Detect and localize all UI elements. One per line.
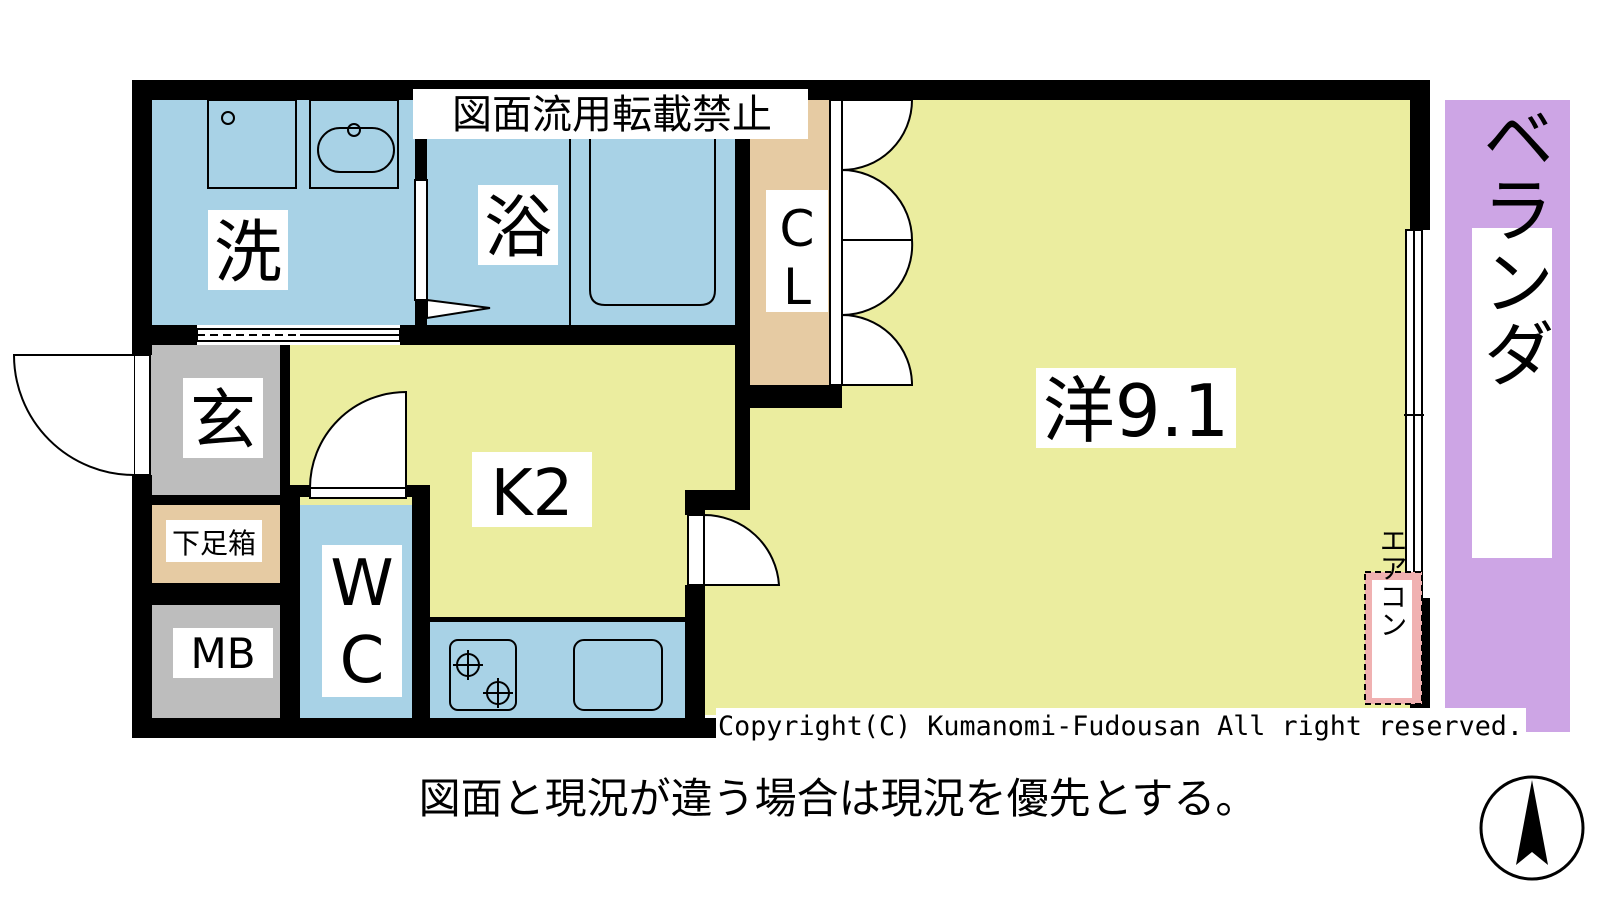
- bath-label: 浴: [484, 189, 552, 268]
- washing-machine-pan: [207, 99, 297, 189]
- kitchen-counter: [430, 622, 685, 718]
- aircon-label: エアコン: [1376, 526, 1409, 638]
- sink-icon: [573, 639, 663, 711]
- toilet-door: [308, 390, 407, 499]
- closet-label-l: L: [783, 258, 811, 316]
- floor-fills: [150, 100, 1570, 732]
- disclaimer-text: 図面と現況が違う場合は現況を優先とする。: [419, 774, 1258, 823]
- washbasin-icon: [309, 99, 399, 189]
- bath-door: [426, 298, 491, 320]
- doors: [12, 99, 914, 586]
- western-room-label: 洋9.1: [1043, 369, 1230, 453]
- entrance-door: [12, 354, 151, 476]
- entrance-label: 玄: [190, 382, 256, 459]
- fixtures: [207, 99, 716, 711]
- room-door: [687, 513, 781, 586]
- closet-door-frame: [829, 99, 843, 386]
- shoe-box-label: 下足箱: [172, 527, 256, 560]
- toilet-label-w: W: [330, 547, 393, 621]
- closet-label-c: C: [780, 200, 815, 258]
- watermark-text: 図面流用転載禁止: [452, 92, 772, 138]
- kitchen-label: K2: [491, 457, 574, 531]
- washroom-label: 洗: [214, 214, 282, 293]
- toilet-label-c: C: [340, 624, 385, 698]
- north-arrow-icon: [1479, 775, 1585, 881]
- gas-stove-icon: [449, 639, 517, 711]
- label-backgrounds: [166, 89, 1552, 742]
- bath-door-frame: [414, 179, 428, 301]
- balcony-label: ベランダ: [1470, 101, 1554, 389]
- copyright-text: Copyright(C) Kumanomi-Fudousan All right…: [718, 711, 1523, 742]
- meter-box-label: MB: [190, 629, 255, 678]
- closet-folding-door: [841, 99, 914, 386]
